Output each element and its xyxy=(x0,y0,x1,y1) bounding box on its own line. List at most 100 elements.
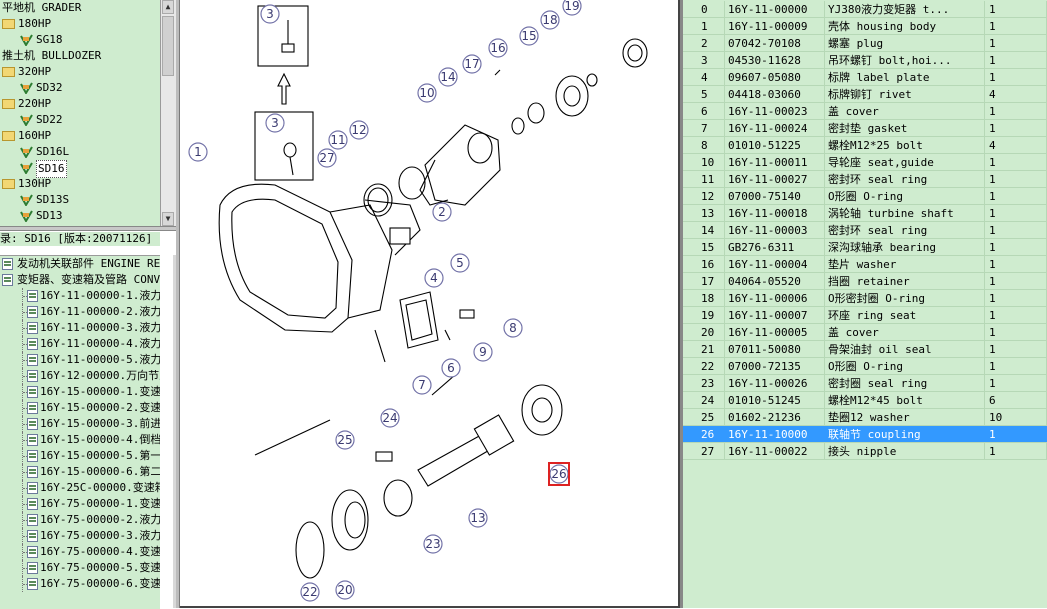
tree-item[interactable]: 130HP xyxy=(0,176,160,192)
tree-item[interactable]: 16Y-12-00000.万向节总成 xyxy=(0,368,160,384)
model-tree-scrollbar[interactable]: ▲ ▼ xyxy=(160,0,176,226)
tree-item[interactable]: 16Y-15-00000-6.第二、三 xyxy=(0,464,160,480)
tree-item[interactable]: 16Y-25C-00000.变速箱操纵 xyxy=(0,480,160,496)
tree-item[interactable]: SD16L xyxy=(0,144,160,160)
vertical-splitter[interactable] xyxy=(176,0,180,608)
callout-3[interactable]: 3 xyxy=(260,4,280,24)
tree-item[interactable]: 16Y-15-00000-3.前进档离 xyxy=(0,416,160,432)
scroll-down-arrow-icon[interactable]: ▼ xyxy=(162,212,174,226)
callout-18[interactable]: 18 xyxy=(540,10,560,30)
tree-item[interactable]: SD32 xyxy=(0,80,160,96)
callout-15[interactable]: 15 xyxy=(519,26,539,46)
tree-item[interactable]: 变矩器、变速箱及管路 CONVE xyxy=(0,272,160,288)
tree-item[interactable]: SD22 xyxy=(0,112,160,128)
callout-3[interactable]: 3 xyxy=(265,113,285,133)
tree-item[interactable]: 16Y-11-00000-3.液力变矩 xyxy=(0,320,160,336)
callout-8[interactable]: 8 xyxy=(503,318,523,338)
callout-16[interactable]: 16 xyxy=(488,38,508,58)
tree-item[interactable]: 16Y-11-00000-2.液力变矩 xyxy=(0,304,160,320)
callout-19[interactable]: 19 xyxy=(562,0,582,16)
tree-item[interactable]: 220HP xyxy=(0,96,160,112)
callout-26[interactable]: 26 xyxy=(549,464,569,484)
tree-item[interactable]: 16Y-11-00000-5.液力变矩 xyxy=(0,352,160,368)
scroll-thumb[interactable] xyxy=(162,16,174,76)
callout-10[interactable]: 10 xyxy=(417,83,437,103)
scroll-up-arrow-icon[interactable]: ▲ xyxy=(162,0,174,14)
tree-item[interactable]: 16Y-15-00000-5.第一排离 xyxy=(0,448,160,464)
callout-9[interactable]: 9 xyxy=(473,342,493,362)
tree-item[interactable]: 160HP xyxy=(0,128,160,144)
callout-13[interactable]: 13 xyxy=(468,508,488,528)
catalog-tree-scrollbar[interactable] xyxy=(173,255,176,608)
callout-24[interactable]: 24 xyxy=(380,408,400,428)
tree-item[interactable]: 16Y-75-00000-4.变速变矩 xyxy=(0,544,160,560)
callout-25[interactable]: 25 xyxy=(335,430,355,450)
tree-item[interactable]: 16Y-75-00000-5.变速转向 xyxy=(0,560,160,576)
callout-14[interactable]: 14 xyxy=(438,67,458,87)
tree-item[interactable]: 16Y-75-00000-1.变速泵 1 xyxy=(0,496,160,512)
diagram-drawing[interactable]: 1233456789101112131415161718192022232425… xyxy=(180,0,678,606)
tree-item[interactable]: 16Y-75-00000-3.液力变矩 xyxy=(0,528,160,544)
callout-27[interactable]: 27 xyxy=(317,148,337,168)
diagram-splitter[interactable] xyxy=(680,0,683,608)
callout-17[interactable]: 17 xyxy=(462,54,482,74)
tree-item[interactable]: SD16 xyxy=(0,160,160,178)
callout-5[interactable]: 5 xyxy=(450,253,470,273)
tree-item[interactable]: SD13S xyxy=(0,192,160,208)
tree-item[interactable]: 16Y-75-00000-6.变速阀 1 xyxy=(0,576,160,592)
tree-item[interactable]: 16Y-15-00000-4.倒档离合 xyxy=(0,432,160,448)
callout-2[interactable]: 2 xyxy=(432,202,452,222)
tree-item[interactable]: 推土机 BULLDOZER xyxy=(0,48,160,64)
callout-23[interactable]: 23 xyxy=(423,534,443,554)
pane-splitter[interactable] xyxy=(0,226,176,231)
tree-item[interactable]: SD13 xyxy=(0,208,160,224)
tree-item[interactable]: 180HP xyxy=(0,16,160,32)
callout-7[interactable]: 7 xyxy=(412,375,432,395)
tree-item[interactable]: 16Y-11-00000-4.液力变矩 xyxy=(0,336,160,352)
tree-item[interactable]: 16Y-15-00000-2.变速箱后 xyxy=(0,400,160,416)
callout-22[interactable]: 22 xyxy=(300,582,320,602)
tree-item[interactable]: 发动机关联部件 ENGINE RELA xyxy=(0,256,160,272)
callout-1[interactable]: 1 xyxy=(188,142,208,162)
tree-item[interactable]: 320HP xyxy=(0,64,160,80)
callout-12[interactable]: 12 xyxy=(349,120,369,140)
callout-11[interactable]: 11 xyxy=(328,130,348,150)
tree-item[interactable]: 16Y-15-00000-1.变速箱箱 xyxy=(0,384,160,400)
callout-4[interactable]: 4 xyxy=(424,268,444,288)
callout-20[interactable]: 20 xyxy=(335,580,355,600)
tree-item[interactable]: 16Y-11-00000-1.液力变矩 xyxy=(0,288,160,304)
tree-item[interactable]: 16Y-75-00000-2.液力变矩 xyxy=(0,512,160,528)
tree-item[interactable]: 平地机 GRADER xyxy=(0,0,160,16)
